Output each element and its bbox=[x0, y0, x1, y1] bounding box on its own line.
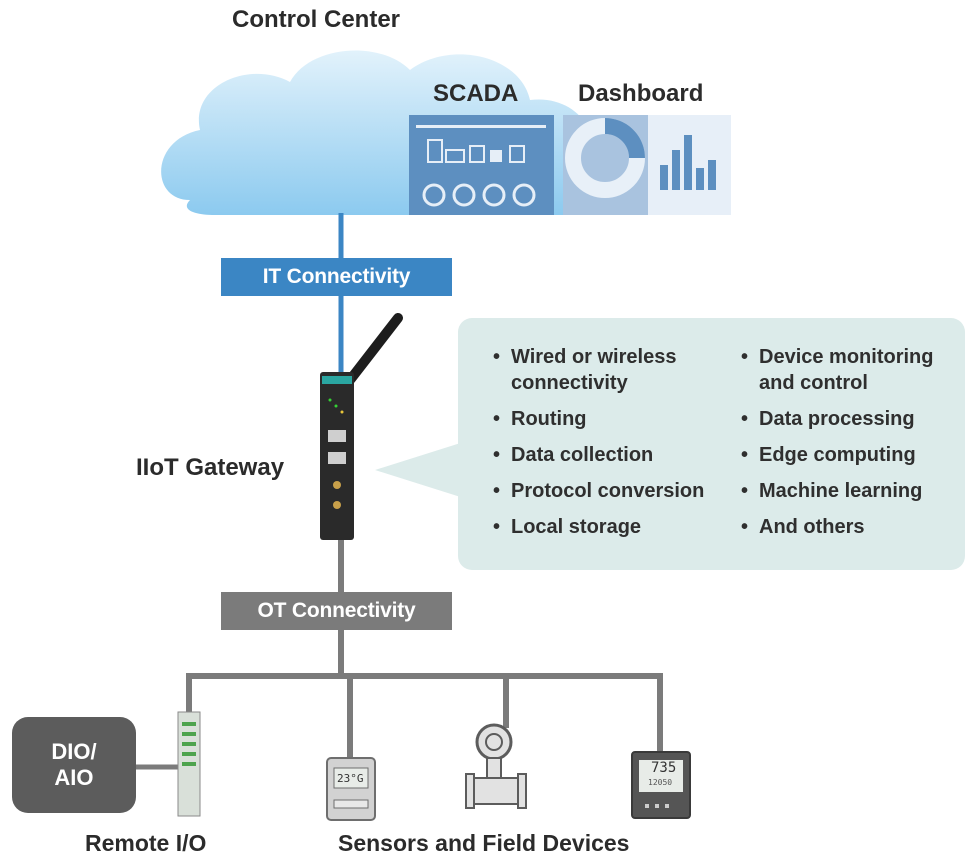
dio-label: DIO/ bbox=[51, 739, 97, 764]
ot-connectivity-label: OT Connectivity bbox=[257, 599, 416, 622]
feature-item: Device monitoring and control bbox=[741, 344, 953, 396]
it-connectivity-label: IT Connectivity bbox=[262, 265, 411, 288]
aio-label: AIO bbox=[54, 765, 94, 790]
feature-item: Protocol conversion bbox=[493, 478, 733, 504]
gateway-label: IIoT Gateway bbox=[136, 454, 285, 481]
panel-meter-display: 735 bbox=[651, 760, 677, 776]
ot-connectivity-bar: OT Connectivity bbox=[221, 592, 452, 630]
control-center-title: Control Center bbox=[232, 6, 400, 33]
it-connectivity-bar: IT Connectivity bbox=[221, 258, 452, 296]
features-right-column: Device monitoring and control Data proce… bbox=[741, 344, 953, 550]
remote-io-label: Remote I/O bbox=[85, 830, 207, 856]
feature-item: Edge computing bbox=[741, 442, 953, 468]
panel-meter-sub: 12050 bbox=[648, 778, 673, 787]
thermostat-device bbox=[326, 757, 376, 821]
features-panel: Wired or wireless connectivity Routing D… bbox=[458, 318, 965, 570]
scada-panel bbox=[409, 115, 554, 215]
remote-io-device bbox=[177, 711, 201, 817]
feature-item: Data collection bbox=[493, 442, 733, 468]
feature-item: Local storage bbox=[493, 514, 733, 540]
dio-aio-box: DIO/ AIO bbox=[12, 717, 136, 813]
feature-item: And others bbox=[741, 514, 953, 540]
callout-pointer bbox=[375, 440, 470, 500]
feature-item: Routing bbox=[493, 406, 733, 432]
features-left-column: Wired or wireless connectivity Routing D… bbox=[493, 344, 733, 550]
dashboard-panel bbox=[563, 115, 731, 215]
feature-item: Machine learning bbox=[741, 478, 953, 504]
dashboard-label: Dashboard bbox=[578, 80, 704, 107]
scada-label: SCADA bbox=[433, 80, 519, 107]
panel-meter-device bbox=[631, 751, 691, 819]
feature-item: Data processing bbox=[741, 406, 953, 432]
thermostat-display: 23°G bbox=[337, 772, 364, 785]
gateway-device bbox=[320, 313, 403, 540]
flow-meter-device bbox=[465, 723, 527, 809]
feature-item: Wired or wireless connectivity bbox=[493, 344, 733, 396]
field-devices-label: Sensors and Field Devices bbox=[338, 830, 630, 856]
